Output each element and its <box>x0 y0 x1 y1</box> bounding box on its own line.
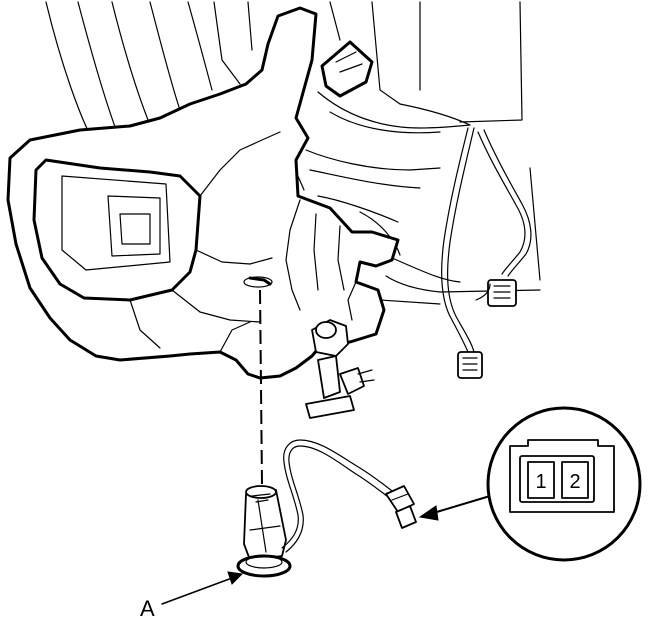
heater-unit-housing <box>6 6 400 380</box>
connector-pin-2: 2 <box>569 471 580 493</box>
actuator-assembly <box>305 319 375 419</box>
connector-detail-view: 1 2 <box>486 406 642 562</box>
sensor-wire <box>281 439 417 553</box>
connector-detail-arrow <box>418 495 491 521</box>
wiring-harness <box>441 127 532 379</box>
sensor-part-a <box>236 485 292 578</box>
harness-connector-upper <box>487 279 517 307</box>
callout-a: A <box>140 571 244 621</box>
dashboard-background <box>45 1 541 305</box>
callout-label: A <box>140 596 155 621</box>
connector-pin-1: 1 <box>535 471 546 493</box>
harness-connector-lower <box>457 351 483 379</box>
mounting-hole <box>243 276 273 288</box>
alignment-dashed-line <box>259 289 263 485</box>
sensor-connector <box>385 485 415 513</box>
